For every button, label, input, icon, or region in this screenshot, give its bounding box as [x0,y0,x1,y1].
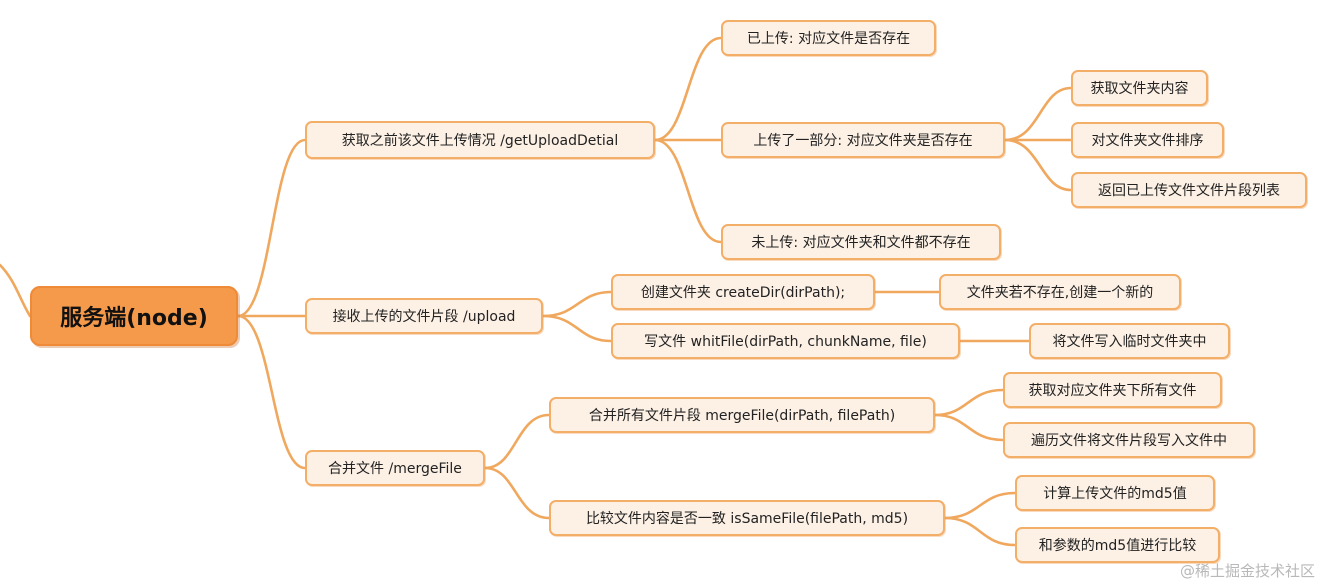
node-partial-child-2[interactable]: 对文件夹文件排序 [1071,122,1224,158]
node-compare-child-2[interactable]: 和参数的md5值进行比较 [1015,527,1220,563]
edge-stub [0,263,32,318]
edge-root-branch3 [236,314,307,470]
edge-compare-c1 [943,491,1017,520]
node-merge[interactable]: 合并所有文件片段 mergeFile(dirPath, filePath) [549,397,935,433]
node-write-file[interactable]: 写文件 whitFile(dirPath, chunkName, file) [611,323,960,359]
edge-compare-c2 [943,516,1017,547]
node-not-uploaded[interactable]: 未上传: 对应文件夹和文件都不存在 [721,224,1001,260]
node-create-dir[interactable]: 创建文件夹 createDir(dirPath); [611,274,875,310]
node-merge-child-2[interactable]: 遍历文件将文件片段写入文件中 [1003,422,1255,458]
edge-b2-write [541,314,613,343]
edge-b1-notuploaded [653,138,723,244]
edge-b1-uploaded [653,36,723,142]
node-compare[interactable]: 比较文件内容是否一致 isSameFile(filePath, md5) [549,500,945,536]
branch-merge-file[interactable]: 合并文件 /mergeFile [305,450,485,486]
edge-b2-create [541,290,613,318]
branch-upload[interactable]: 接收上传的文件片段 /upload [305,298,543,334]
edge-merge-c1 [933,388,1005,417]
node-merge-child-1[interactable]: 获取对应文件夹下所有文件 [1003,372,1222,408]
edge-b3-compare [483,466,551,520]
node-partial-child-1[interactable]: 获取文件夹内容 [1071,70,1208,106]
node-write-file-child[interactable]: 将文件写入临时文件夹中 [1029,323,1230,359]
node-create-dir-child[interactable]: 文件夹若不存在,创建一个新的 [939,274,1181,310]
node-partial-upload[interactable]: 上传了一部分: 对应文件夹是否存在 [721,122,1005,158]
branch-get-upload-detail[interactable]: 获取之前该文件上传情况 /getUploadDetial [305,121,655,159]
node-partial-child-3[interactable]: 返回已上传文件文件片段列表 [1071,172,1307,208]
root-node[interactable]: 服务端(node) [30,286,238,346]
watermark: @稀土掘金技术社区 [1179,562,1315,580]
edge-b3-merge [483,413,551,470]
edge-partial-c3 [1003,138,1073,192]
node-compare-child-1[interactable]: 计算上传文件的md5值 [1015,475,1215,511]
edge-merge-c2 [933,413,1005,442]
edge-root-branch1 [236,138,307,318]
edge-partial-c1 [1003,86,1073,142]
node-uploaded[interactable]: 已上传: 对应文件是否存在 [721,20,936,56]
